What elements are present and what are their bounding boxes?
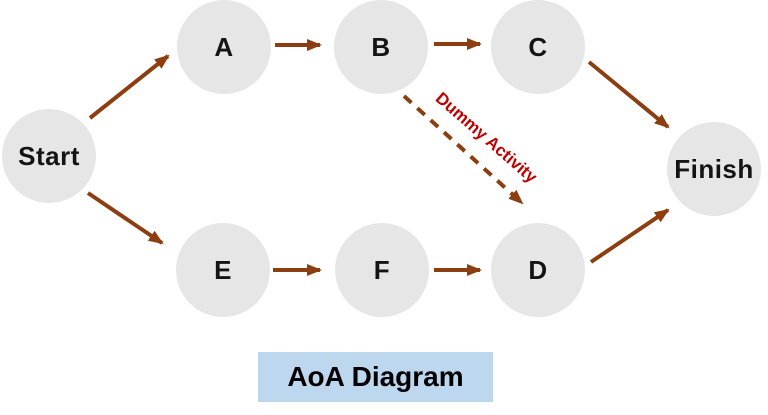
diagram-title: AoA Diagram [287,361,464,392]
edge-c-finish [587,60,670,129]
node-d-label: D [528,254,548,285]
edge-dummy-b-d [402,94,524,205]
node-e: E [176,223,270,317]
node-f: F [335,223,429,317]
node-b-label: B [371,31,391,62]
node-finish: Finish [667,122,761,216]
node-d: D [491,223,585,317]
node-a: A [177,0,271,94]
node-c: C [491,0,585,94]
edge-start-e [86,191,164,245]
node-start: Start [2,109,96,203]
node-f-label: F [373,254,391,285]
node-finish-label: Finish [674,153,754,184]
node-a-label: A [214,31,234,62]
node-c-label: C [528,31,548,62]
diagram-title-box: AoA Diagram [258,352,493,402]
edge-d-finish [589,208,670,264]
node-e-label: E [214,254,232,285]
edge-start-a [88,54,170,120]
node-b: B [334,0,428,94]
node-start-label: Start [18,140,80,171]
